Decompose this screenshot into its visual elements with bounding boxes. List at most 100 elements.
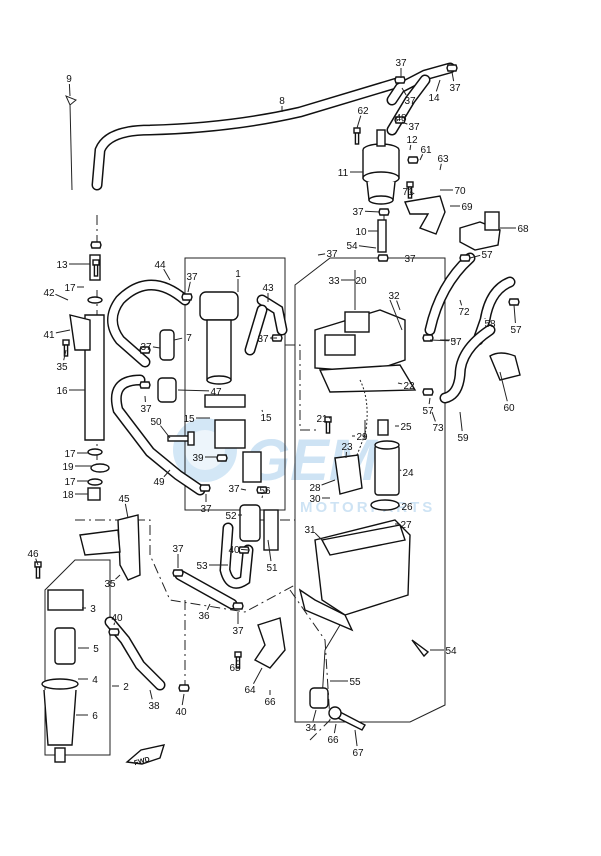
leader-line xyxy=(334,724,336,733)
leader-line xyxy=(207,604,210,610)
callout-label: 10 xyxy=(355,227,367,238)
callout-label: 64 xyxy=(244,685,256,696)
callout-label: 14 xyxy=(428,93,440,104)
callout-label: 12 xyxy=(406,135,418,146)
callout-label: 15 xyxy=(183,414,195,425)
fwd-arrow-icon: FWD xyxy=(127,745,164,767)
callout-label: 37 xyxy=(186,272,198,283)
callout-label: 46 xyxy=(27,549,39,560)
callout-label: 61 xyxy=(420,145,432,156)
callout-label: 24 xyxy=(402,468,414,479)
callout-label: 57 xyxy=(450,337,462,348)
leader-line xyxy=(436,80,440,91)
callout-label: 19 xyxy=(62,462,74,473)
callout-label: 43 xyxy=(262,283,274,294)
filter-assembly-2 xyxy=(42,590,83,762)
callout-label: 66 xyxy=(264,697,276,708)
callout-label: 38 xyxy=(148,701,160,712)
leader-line xyxy=(55,294,68,300)
callout-label: 47 xyxy=(210,387,222,398)
callout-label: 52 xyxy=(225,511,237,522)
callout-label: 28 xyxy=(309,483,321,494)
callout-label: 11 xyxy=(338,168,349,179)
callout-label: 68 xyxy=(517,224,529,235)
callout-label: 35 xyxy=(56,362,68,373)
hose-72 xyxy=(430,258,470,330)
part-26 xyxy=(371,500,399,510)
callout-label: 40 xyxy=(175,707,187,718)
callout-label: 73 xyxy=(432,423,444,434)
callout-label: 30 xyxy=(309,494,321,505)
float-chamber-31 xyxy=(300,520,410,630)
leader-line xyxy=(460,412,462,431)
callout-label: 2 xyxy=(123,682,129,693)
filter-column-16 xyxy=(70,255,109,500)
tie-strap-9 xyxy=(66,96,76,190)
callout-label: 66 xyxy=(327,735,339,746)
callout-label: 37 xyxy=(140,404,152,415)
callout-label: 39 xyxy=(192,453,204,464)
leader-line xyxy=(115,575,120,579)
callout-label: 37 xyxy=(257,334,269,345)
leader-line xyxy=(460,300,462,305)
callout-label: 57 xyxy=(422,406,434,417)
callout-label: 55 xyxy=(349,677,361,688)
leader-line xyxy=(182,694,184,705)
callout-label: 21 xyxy=(316,414,328,425)
callout-label: 26 xyxy=(401,502,413,513)
leader-line xyxy=(150,690,152,699)
leader-line xyxy=(174,338,182,340)
leader-line xyxy=(178,390,209,391)
callout-label: 54 xyxy=(346,241,358,252)
leader-line xyxy=(452,72,454,81)
callout-label: 22 xyxy=(403,381,415,392)
callout-label: 67 xyxy=(352,748,364,759)
callout-label: 72 xyxy=(458,307,470,318)
leader-line xyxy=(400,470,401,471)
callout-label: 37 xyxy=(326,249,338,260)
clamp-60 xyxy=(490,353,520,380)
filter-11 xyxy=(363,130,399,204)
callout-label: 53 xyxy=(196,561,208,572)
callout-label: 57 xyxy=(481,250,493,261)
callout-label: 40 xyxy=(111,613,123,624)
leader-line xyxy=(514,305,515,323)
grommet-34 xyxy=(310,688,328,708)
callout-label: 37 xyxy=(395,58,407,69)
callout-label: 37 xyxy=(232,626,244,637)
callout-label: 37 xyxy=(200,504,212,515)
callout-label: 51 xyxy=(266,563,278,574)
callout-label: 4 xyxy=(92,675,98,686)
callout-label: 58 xyxy=(484,319,496,330)
leader-line xyxy=(318,254,325,255)
callout-label: 35 xyxy=(104,579,116,590)
callout-label: 32 xyxy=(388,291,400,302)
bolt-67 xyxy=(329,707,365,730)
callout-label: 37 xyxy=(408,122,420,133)
callout-label: 69 xyxy=(461,202,473,213)
callout-label: 18 xyxy=(62,490,74,501)
bracket-69 xyxy=(405,196,445,234)
callout-label: 37 xyxy=(404,96,416,107)
callout-label: 50 xyxy=(150,417,162,428)
callout-label: 44 xyxy=(154,260,166,271)
callout-label: 27 xyxy=(400,520,412,531)
filter-7 xyxy=(160,330,174,360)
fitting-52 xyxy=(240,505,278,550)
callout-label: 48 xyxy=(395,113,407,124)
callout-label: 59 xyxy=(457,433,469,444)
callout-label: 41 xyxy=(43,330,55,341)
callout-label: 37 xyxy=(404,254,416,265)
pipe-10 xyxy=(378,220,386,252)
callout-label: 20 xyxy=(355,276,367,287)
callout-label: 37 xyxy=(172,544,184,555)
callout-label: 17 xyxy=(64,477,76,488)
leader-line xyxy=(125,504,128,518)
callout-label: 25 xyxy=(400,422,412,433)
callout-label: 62 xyxy=(357,106,369,117)
callout-label: 1 xyxy=(235,269,241,280)
callout-label: 60 xyxy=(503,403,515,414)
leader-line xyxy=(429,398,430,404)
